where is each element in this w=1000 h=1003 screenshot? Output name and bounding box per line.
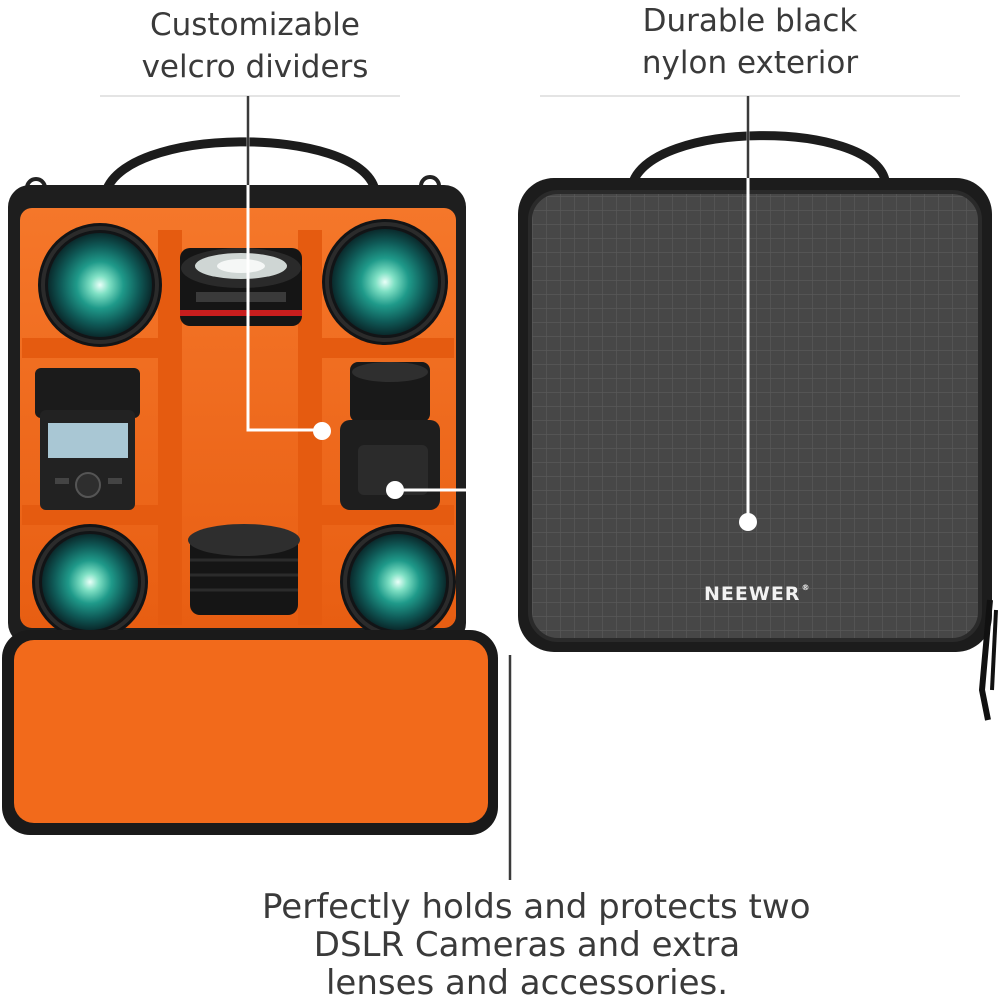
divider-rule: [100, 95, 400, 97]
open-bag: [2, 137, 498, 835]
caption-line: Customizable: [149, 7, 360, 43]
caption-line: lenses and accessories.: [325, 963, 729, 1003]
speedlite-flash: [35, 368, 140, 510]
caption-durable-exterior: Durable black nylon exterior: [600, 0, 900, 84]
bag-handle: [100, 137, 380, 197]
caption-line: Perfectly holds and protects two: [262, 887, 811, 927]
nylon-exterior: [530, 192, 980, 640]
bag-lid-lining: [14, 640, 488, 823]
brand-logo: NEEWER®: [704, 583, 811, 605]
callout-dots: [313, 422, 757, 531]
caption-line: velcro dividers: [141, 49, 369, 85]
lens-top-left: [38, 223, 162, 347]
lens-top-right: [322, 219, 448, 345]
caption-perfectly-holds: Perfectly holds and protects two DSLR Ca…: [262, 887, 811, 1003]
caption-line: DSLR Cameras and extra: [313, 925, 741, 965]
caption-line: Durable black: [642, 3, 858, 39]
caption-customizable-dividers: Customizable velcro dividers: [110, 4, 400, 88]
divider-rule: [540, 95, 960, 97]
closed-bag: [518, 131, 998, 721]
lens-bottom-left: [32, 524, 148, 640]
caption-line: nylon exterior: [641, 45, 859, 81]
lens-bottom-center: [188, 524, 300, 615]
zipper-pull: [978, 599, 993, 721]
macro-lens: [180, 248, 302, 326]
camera-body: [340, 362, 440, 510]
bag-handle: [627, 131, 890, 187]
lens-bottom-right: [340, 524, 456, 640]
